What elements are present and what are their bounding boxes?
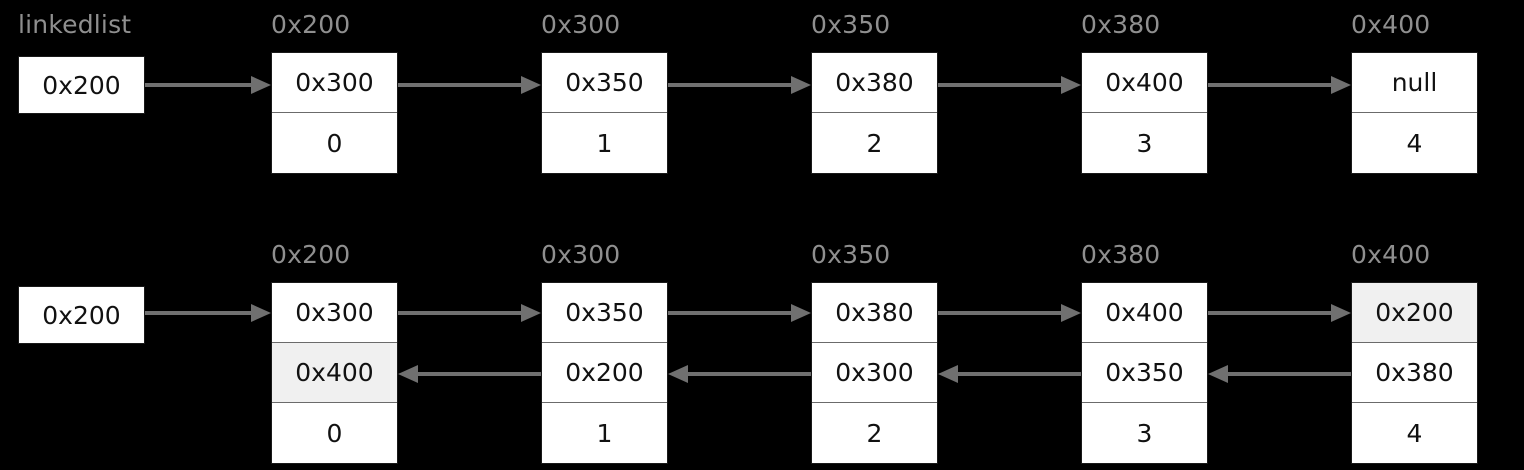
node-box-row2-4: 0x200 0x380 4 (1351, 282, 1478, 464)
node-address-label-row2-3: 0x380 (1081, 240, 1161, 269)
head-variable-label-row1: linkedlist (18, 10, 132, 39)
node-next-cell-row1-0: 0x300 (272, 53, 397, 113)
node-value-cell-row1-1: 1 (542, 113, 667, 173)
node-box-row2-2: 0x380 0x300 2 (811, 282, 938, 464)
node-prev-cell-row2-4: 0x380 (1352, 343, 1477, 403)
arrow-next-row1-1-to-2 (668, 75, 811, 95)
node-box-row2-1: 0x350 0x200 1 (541, 282, 668, 464)
node-next-cell-row2-4: 0x200 (1352, 283, 1477, 343)
node-prev-cell-row2-3: 0x350 (1082, 343, 1207, 403)
node-address-label-row1-1: 0x300 (541, 10, 621, 39)
arrow-next-row2-1-to-2 (668, 303, 811, 323)
node-value-cell-row2-1: 1 (542, 403, 667, 463)
node-value-cell-row2-2: 2 (812, 403, 937, 463)
node-address-label-row2-1: 0x300 (541, 240, 621, 269)
node-next-cell-row1-2: 0x380 (812, 53, 937, 113)
node-next-cell-row1-1: 0x350 (542, 53, 667, 113)
node-address-label-row1-0: 0x200 (271, 10, 351, 39)
node-address-label-row2-4: 0x400 (1351, 240, 1431, 269)
head-pointer-box-row2: 0x200 (18, 286, 145, 344)
node-prev-cell-row2-2: 0x300 (812, 343, 937, 403)
node-value-cell-row1-3: 3 (1082, 113, 1207, 173)
node-value-cell-row1-0: 0 (272, 113, 397, 173)
node-address-label-row1-3: 0x380 (1081, 10, 1161, 39)
node-next-cell-row1-3: 0x400 (1082, 53, 1207, 113)
node-box-row1-1: 0x350 1 (541, 52, 668, 174)
node-value-cell-row2-3: 3 (1082, 403, 1207, 463)
arrow-prev-row2-4-to-3 (1208, 364, 1351, 384)
arrow-prev-row2-3-to-2 (938, 364, 1081, 384)
node-next-cell-row2-2: 0x380 (812, 283, 937, 343)
node-value-cell-row1-4: 4 (1352, 113, 1477, 173)
node-box-row2-0: 0x300 0x400 0 (271, 282, 398, 464)
node-value-cell-row2-0: 0 (272, 403, 397, 463)
node-box-row1-3: 0x400 3 (1081, 52, 1208, 174)
arrow-next-row1-0-to-1 (398, 75, 541, 95)
node-address-label-row2-2: 0x350 (811, 240, 891, 269)
node-next-cell-row2-3: 0x400 (1082, 283, 1207, 343)
head-pointer-box-row1: 0x200 (18, 56, 145, 114)
arrow-head-to-node1-row1 (145, 75, 271, 95)
node-box-row2-3: 0x400 0x350 3 (1081, 282, 1208, 464)
arrow-next-row1-3-to-4 (1208, 75, 1351, 95)
arrow-prev-row2-2-to-1 (668, 364, 811, 384)
arrow-next-row2-2-to-3 (938, 303, 1081, 323)
arrow-head-to-node1-row2 (145, 303, 271, 323)
arrow-prev-row2-1-to-0 (398, 364, 541, 384)
node-next-cell-row1-4: null (1352, 53, 1477, 113)
node-box-row1-0: 0x300 0 (271, 52, 398, 174)
node-value-cell-row1-2: 2 (812, 113, 937, 173)
arrow-next-row1-2-to-3 (938, 75, 1081, 95)
node-box-row1-2: 0x380 2 (811, 52, 938, 174)
node-address-label-row1-2: 0x350 (811, 10, 891, 39)
node-prev-cell-row2-1: 0x200 (542, 343, 667, 403)
node-box-row1-4: null 4 (1351, 52, 1478, 174)
node-address-label-row2-0: 0x200 (271, 240, 351, 269)
node-prev-cell-row2-0: 0x400 (272, 343, 397, 403)
node-value-cell-row2-4: 4 (1352, 403, 1477, 463)
node-next-cell-row2-0: 0x300 (272, 283, 397, 343)
arrow-next-row2-3-to-4 (1208, 303, 1351, 323)
arrow-next-row2-0-to-1 (398, 303, 541, 323)
node-address-label-row1-4: 0x400 (1351, 10, 1431, 39)
node-next-cell-row2-1: 0x350 (542, 283, 667, 343)
